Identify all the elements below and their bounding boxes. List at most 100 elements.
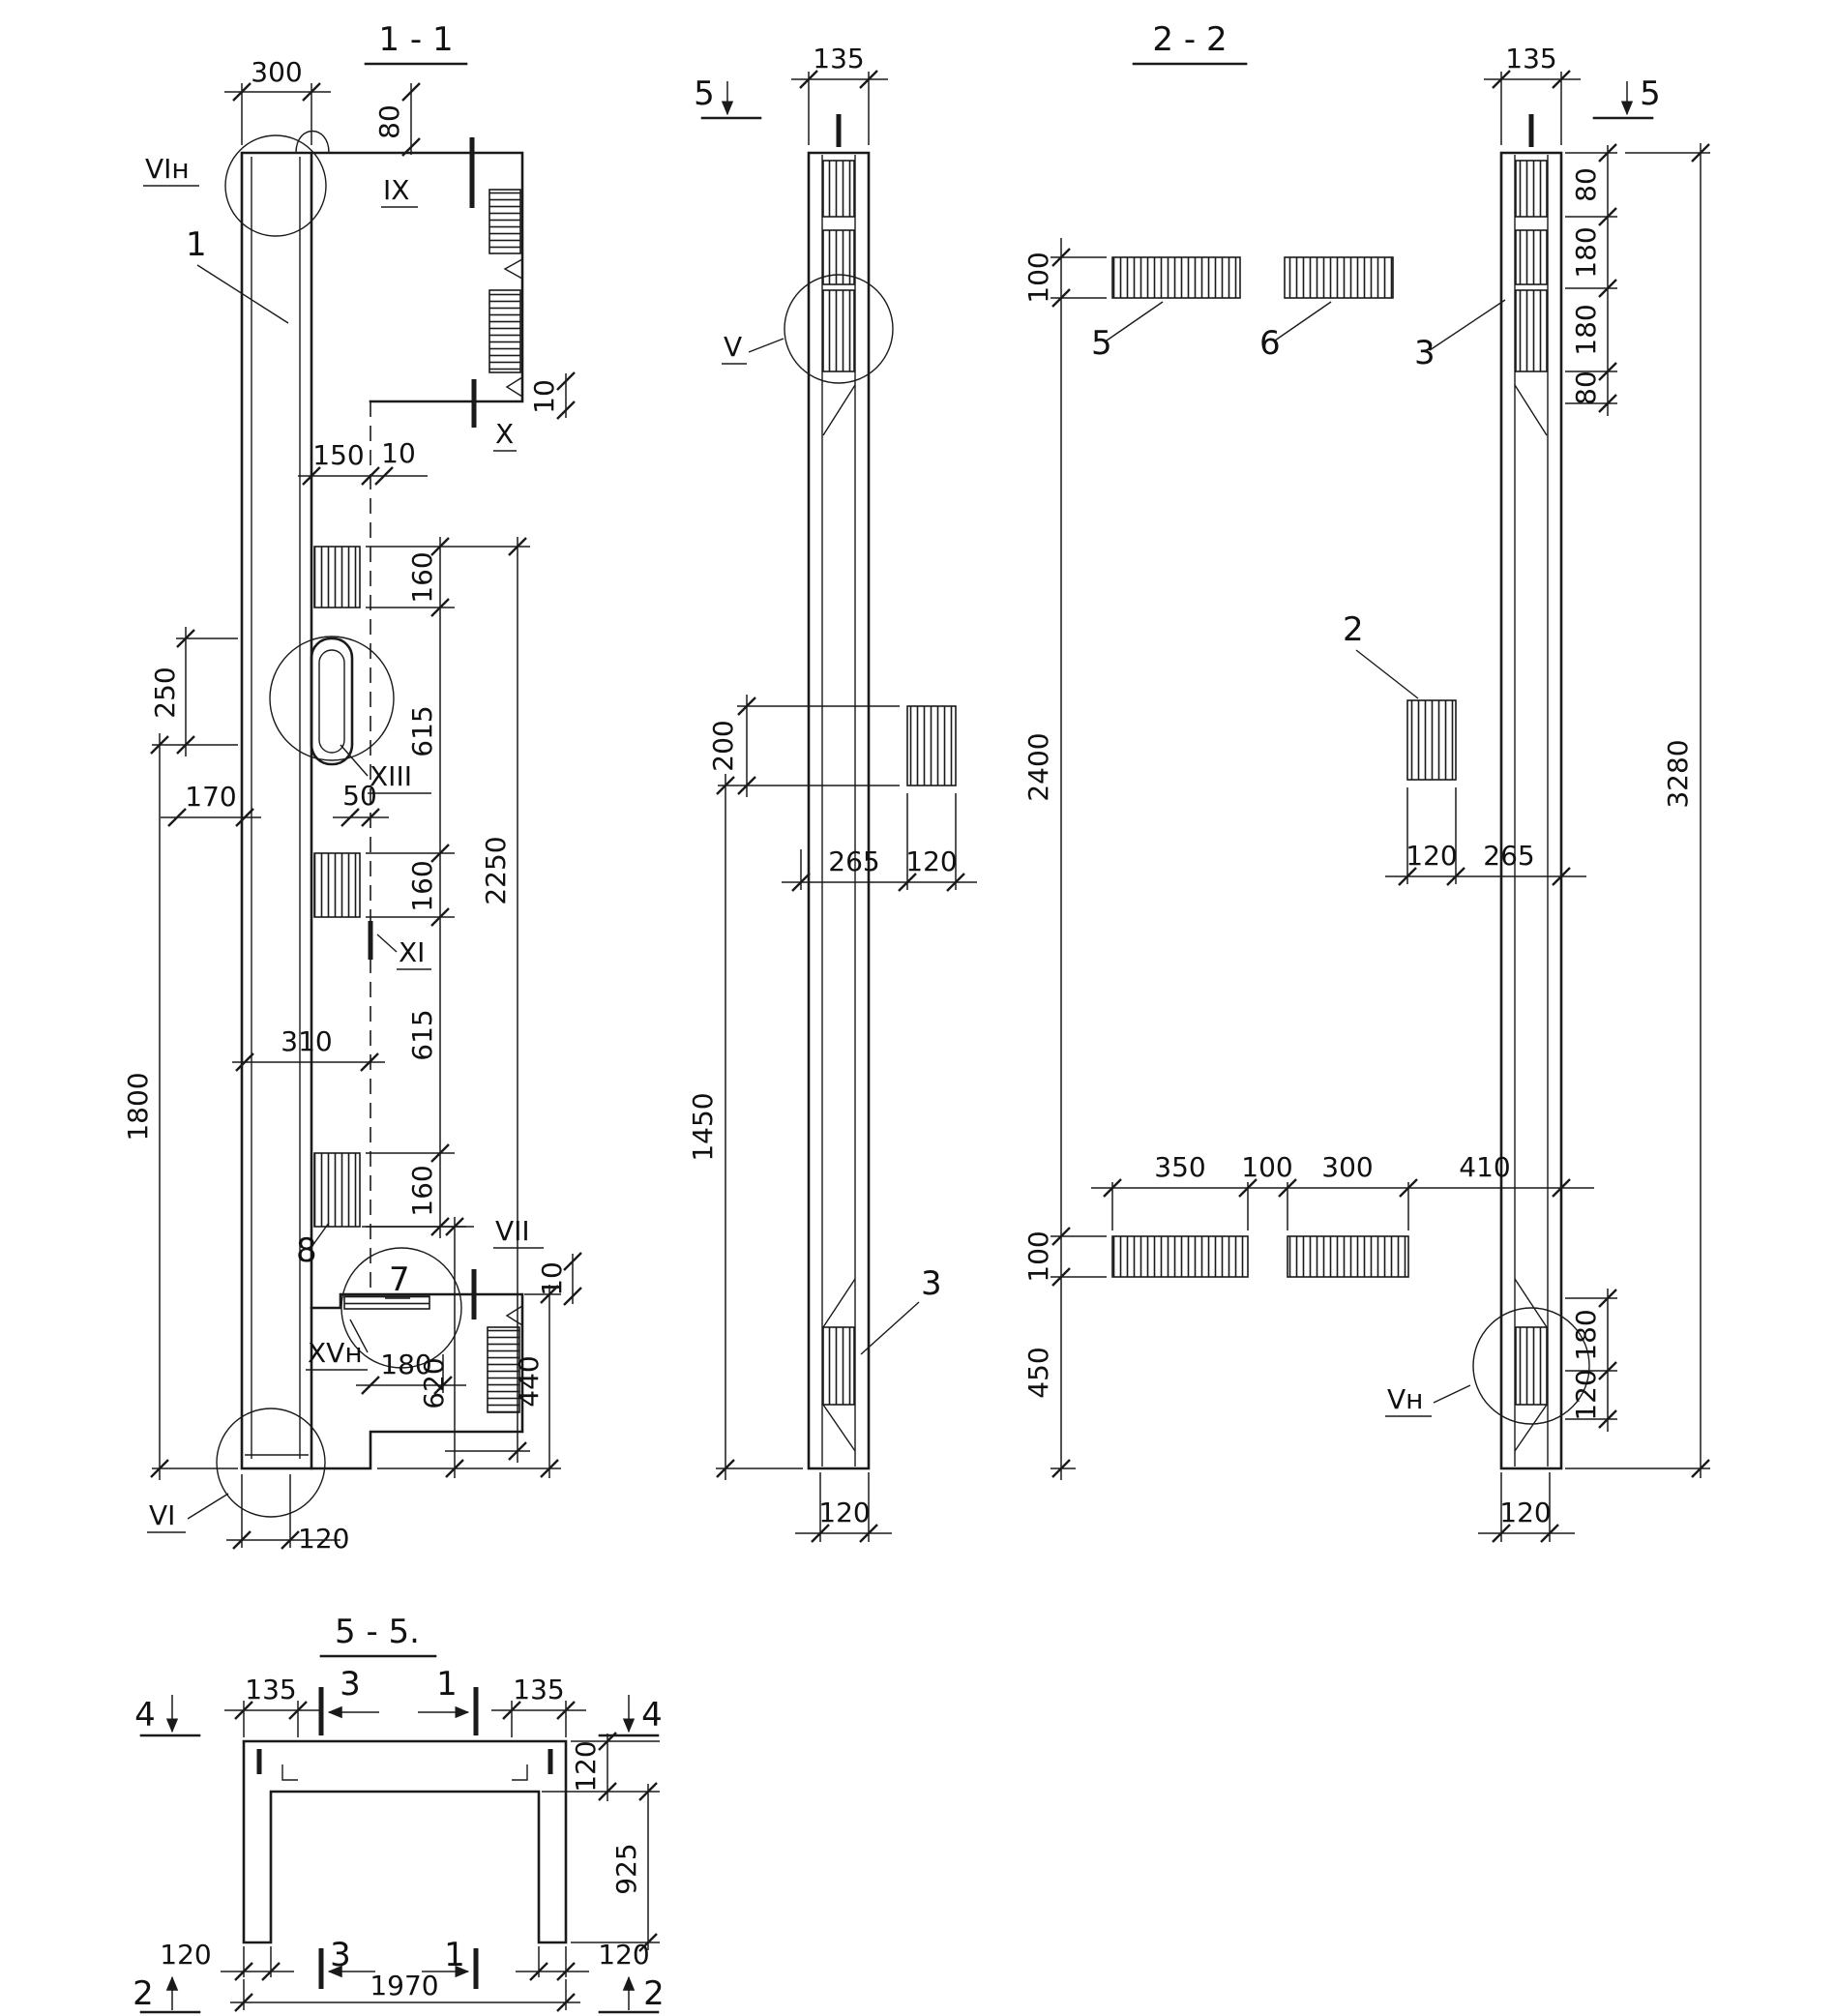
- dim-615a: 615: [406, 705, 438, 756]
- embedded-plate-hatch: [906, 705, 957, 786]
- dim-50: 50: [342, 780, 377, 812]
- cut-2-left: 2: [133, 1974, 154, 2013]
- detail-circle-vin: [224, 134, 327, 237]
- section-2-2-title: 2 - 2: [1152, 20, 1227, 59]
- dim-300: 300: [1321, 1151, 1373, 1183]
- label-ix: IX: [383, 174, 409, 206]
- cut-3-bottom: 3: [330, 1936, 351, 1974]
- embedded-plate-hatch: [313, 1152, 361, 1228]
- label-vii: VII: [495, 1215, 530, 1247]
- dim-450: 450: [1022, 1347, 1054, 1398]
- section-2-2-view: 2 - 2 V Vн 3 3 135 135 5 5: [687, 20, 1711, 1544]
- dim-120-rb: 120: [1570, 1369, 1602, 1420]
- dim-120-bottom-left: 120: [160, 1939, 211, 1971]
- dim-1450: 1450: [687, 1092, 719, 1161]
- dim-150: 150: [312, 439, 364, 471]
- rib-key-hatch: [1515, 1326, 1548, 1406]
- label-xi: XI: [399, 936, 425, 968]
- rib-key-hatch: [1515, 289, 1548, 372]
- dim-310: 310: [281, 1025, 332, 1057]
- detail-circle-vn: [1472, 1307, 1590, 1425]
- dim-250: 250: [149, 667, 181, 718]
- rib-key-hatch: [1515, 160, 1548, 218]
- dim-180b: 180: [1570, 304, 1602, 355]
- dim-120-left: 120: [905, 845, 957, 877]
- cut-1-top: 1: [436, 1665, 458, 1704]
- dim-170: 170: [185, 781, 236, 813]
- dim-200: 200: [707, 720, 739, 771]
- dim-350: 350: [1154, 1151, 1205, 1183]
- embedded-key-hatch: [488, 289, 521, 373]
- dim-80a: 80: [1570, 167, 1602, 202]
- dim-120-bottom-right: 120: [1499, 1497, 1551, 1528]
- cut-4-right: 4: [641, 1696, 663, 1734]
- channel-outline: [242, 1739, 568, 1944]
- dim-3280: 3280: [1662, 739, 1694, 808]
- section-5-5-title: 5 - 5.: [335, 1613, 420, 1651]
- dim-135-right: 135: [513, 1674, 564, 1705]
- callout-5: 5: [1091, 324, 1112, 363]
- dim-120-web: 120: [570, 1740, 602, 1792]
- dim-100-mid: 100: [1241, 1151, 1292, 1183]
- cut-2-right: 2: [643, 1974, 665, 2013]
- dim-135-left: 135: [813, 43, 864, 74]
- dim-925: 925: [610, 1843, 642, 1894]
- top-block-outline: [310, 151, 524, 403]
- callout-3-left: 3: [921, 1264, 942, 1303]
- section-5-5-view: 5 - 5. 4 4 135 135 3 1 120 925 120 120: [133, 1613, 665, 2014]
- embedded-plate-hatch: [1287, 1235, 1409, 1278]
- dim-80b: 80: [1570, 371, 1602, 405]
- label-v: V: [724, 331, 742, 363]
- callout-2: 2: [1343, 610, 1364, 649]
- slot-outline: [310, 637, 354, 766]
- embedded-plate-hatch: [313, 546, 361, 608]
- dim-160c: 160: [406, 1165, 438, 1216]
- label-x: X: [495, 418, 514, 450]
- embedded-plate-hatch: [1111, 1235, 1249, 1278]
- callout-8: 8: [296, 1231, 317, 1270]
- dim-80: 80: [373, 104, 405, 139]
- dim-120-bottom-left: 120: [818, 1497, 870, 1528]
- cut-4-left: 4: [134, 1696, 156, 1734]
- label-xvn: XVн: [308, 1337, 363, 1369]
- dim-100-bottom: 100: [1022, 1230, 1054, 1282]
- callout-3-right: 3: [1414, 334, 1435, 372]
- embedded-plate-6: [1284, 256, 1394, 299]
- embedded-plate-hatch: [313, 852, 361, 918]
- dim-410: 410: [1459, 1151, 1510, 1183]
- label-vin: VIн: [145, 153, 190, 185]
- dim-2400: 2400: [1022, 732, 1054, 801]
- dim-265-left: 265: [828, 845, 879, 877]
- lifting-loop: [295, 130, 330, 154]
- left-rib-outline: [807, 151, 871, 1470]
- dim-300: 300: [251, 56, 302, 88]
- dim-2250: 2250: [480, 836, 512, 904]
- dim-120: 120: [298, 1523, 349, 1555]
- dim-1970: 1970: [370, 1970, 438, 2001]
- detail-circle-7: [340, 1247, 462, 1369]
- section-1-1-view: 1 - 1 VIн 1 IX 300 80 X 10 150 10: [122, 20, 583, 1555]
- embedded-key-hatch: [488, 189, 521, 254]
- dim-160a: 160: [406, 551, 438, 603]
- detail-circle-vi: [216, 1408, 326, 1518]
- label-vi: VI: [149, 1499, 175, 1531]
- embedded-plate-5: [1111, 256, 1241, 299]
- dim-180: 180: [380, 1349, 431, 1380]
- rib-key-hatch: [822, 289, 855, 372]
- rib-key-hatch: [822, 1326, 855, 1406]
- embedded-key-hatch: [487, 1326, 520, 1413]
- dim-440: 440: [513, 1355, 545, 1407]
- rib-key-hatch: [822, 160, 855, 218]
- dim-10a: 10: [528, 379, 560, 414]
- dim-620: 620: [418, 1357, 450, 1408]
- dim-120-bottom-right: 120: [598, 1939, 649, 1971]
- dim-615b: 615: [406, 1009, 438, 1060]
- dim-120-right: 120: [1406, 840, 1457, 872]
- dim-265-right: 265: [1483, 840, 1534, 872]
- embedded-plate-2: [1406, 699, 1457, 781]
- cut-5-right: 5: [1640, 74, 1661, 113]
- dim-180-rb: 180: [1570, 1309, 1602, 1360]
- cut-1-bottom: 1: [444, 1936, 465, 1974]
- dim-160b: 160: [406, 860, 438, 911]
